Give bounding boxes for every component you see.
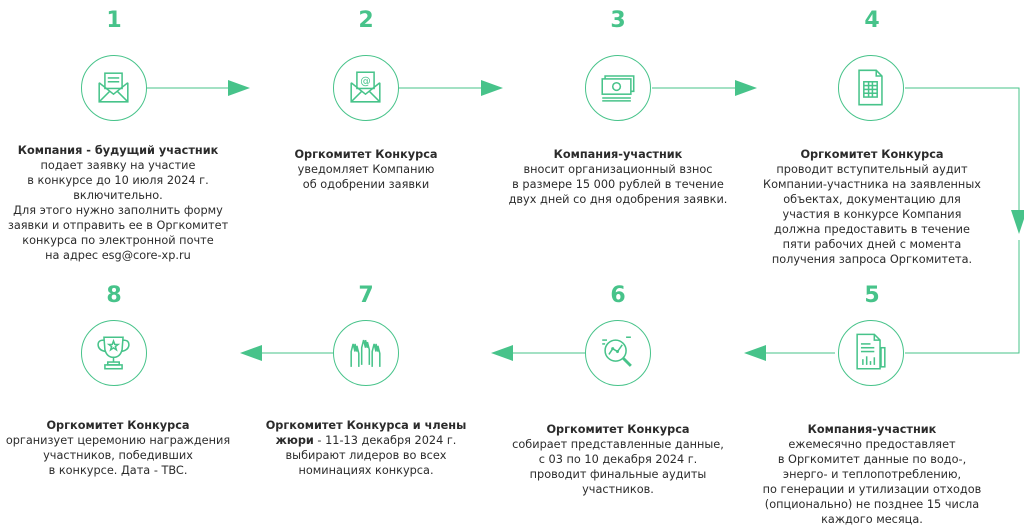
arrow-down-4 (1011, 210, 1024, 234)
step-description-4: Оргкомитет Конкурса проводит вступительн… (763, 148, 981, 266)
step-number-6: 6 (610, 283, 626, 308)
arrow-right-2 (481, 80, 503, 96)
step-description-2: Оргкомитет Конкурса уведомляет Компанию … (294, 148, 438, 191)
step-circle-6 (585, 320, 651, 386)
step-circle-4 (838, 55, 904, 121)
step-description-8: Оргкомитет Конкурса организует церемонию… (5, 419, 231, 477)
envelope-letter-icon (98, 72, 129, 103)
step-circle-5 (838, 320, 904, 386)
step-circle-3 (585, 55, 651, 121)
step-circle-1 (81, 55, 147, 121)
step-circle-8 (81, 320, 147, 386)
trophy-cup-icon (97, 336, 130, 370)
svg-text:@: @ (360, 76, 371, 88)
email-at-icon: @ (350, 71, 381, 103)
step-number-1: 1 (106, 8, 122, 33)
step-number-5: 5 (864, 283, 880, 308)
step-circle-2: @ (333, 55, 399, 121)
step-number-2: 2 (358, 8, 374, 33)
raised-hands-icon (350, 339, 381, 367)
step-number-7: 7 (358, 283, 374, 308)
step-number-4: 4 (864, 8, 880, 33)
data-analysis-magnifier-icon (602, 336, 632, 367)
step-description-5: Компания-участник ежемесячно предоставля… (762, 423, 982, 526)
arrow-left-7 (240, 345, 262, 361)
spreadsheet-document-icon (858, 69, 883, 106)
arrow-right-3 (735, 80, 757, 96)
step-number-8: 8 (106, 283, 122, 308)
arrow-right-1 (228, 80, 250, 96)
step-description-6: Оргкомитет Конкурса собирает представлен… (512, 423, 724, 496)
report-chart-document-icon (856, 333, 886, 370)
money-banknotes-icon (601, 75, 635, 102)
arrow-left-6 (491, 345, 513, 361)
step-description-1: Компания - будущий участник подает заявк… (7, 144, 229, 262)
step-description-7: Оргкомитет Конкурса и члены жюри - 11-13… (265, 419, 467, 477)
step-description-3: Компания-участник вносит организационный… (508, 148, 728, 206)
step-number-3: 3 (610, 8, 626, 33)
step-circle-7 (333, 320, 399, 386)
arrow-left-5 (744, 345, 766, 361)
